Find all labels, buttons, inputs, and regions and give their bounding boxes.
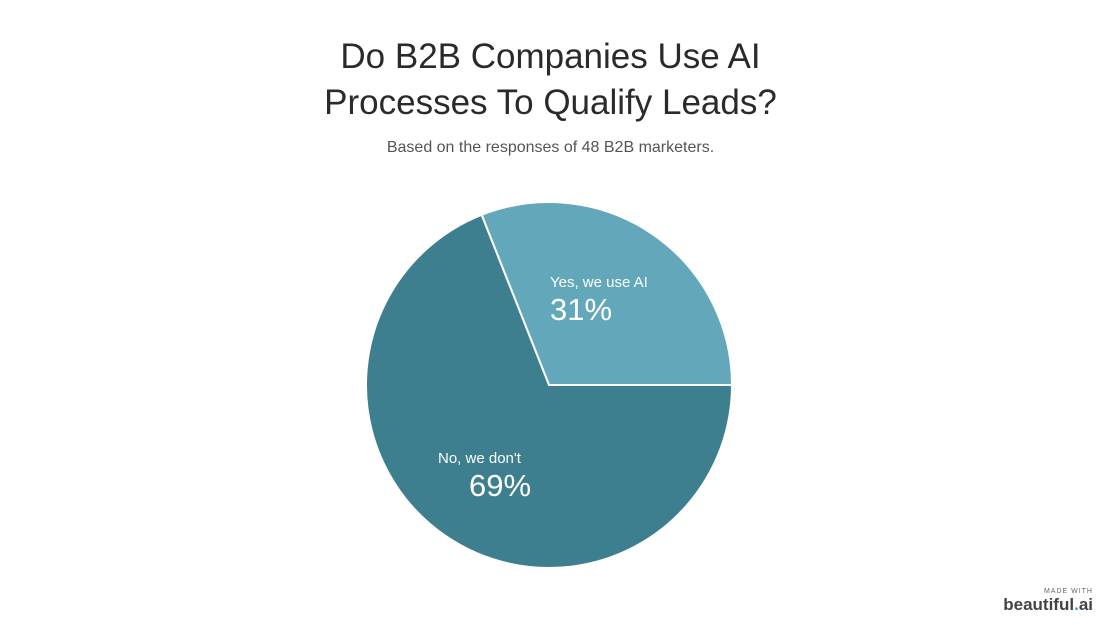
- brand-main: beautiful: [1003, 595, 1075, 614]
- title-line-2: Processes To Qualify Leads?: [324, 83, 777, 122]
- made-with-text: MADE WITH: [1043, 588, 1093, 595]
- slice-label: No, we don't: [438, 450, 522, 467]
- brand-name: beautiful.ai: [1003, 595, 1093, 615]
- brand-suffix: ai: [1078, 595, 1093, 614]
- made-with-logo: MADE WITH beautiful.ai: [1003, 588, 1093, 615]
- slice-value-label: 31%: [550, 292, 612, 327]
- slice-label: Yes, we use AI: [550, 274, 648, 291]
- pie-slice-0: [480, 201, 734, 386]
- chart-subtitle: Based on the responses of 48 B2B markete…: [386, 139, 715, 156]
- brand-dot: .: [1074, 595, 1079, 614]
- chart-title: Do B2B Companies Use AI Processes To Qua…: [0, 34, 1101, 126]
- pie-slice-1: [365, 213, 734, 569]
- slice-value-label: 69%: [469, 468, 531, 503]
- title-line-1: Do B2B Companies Use AI: [340, 37, 761, 76]
